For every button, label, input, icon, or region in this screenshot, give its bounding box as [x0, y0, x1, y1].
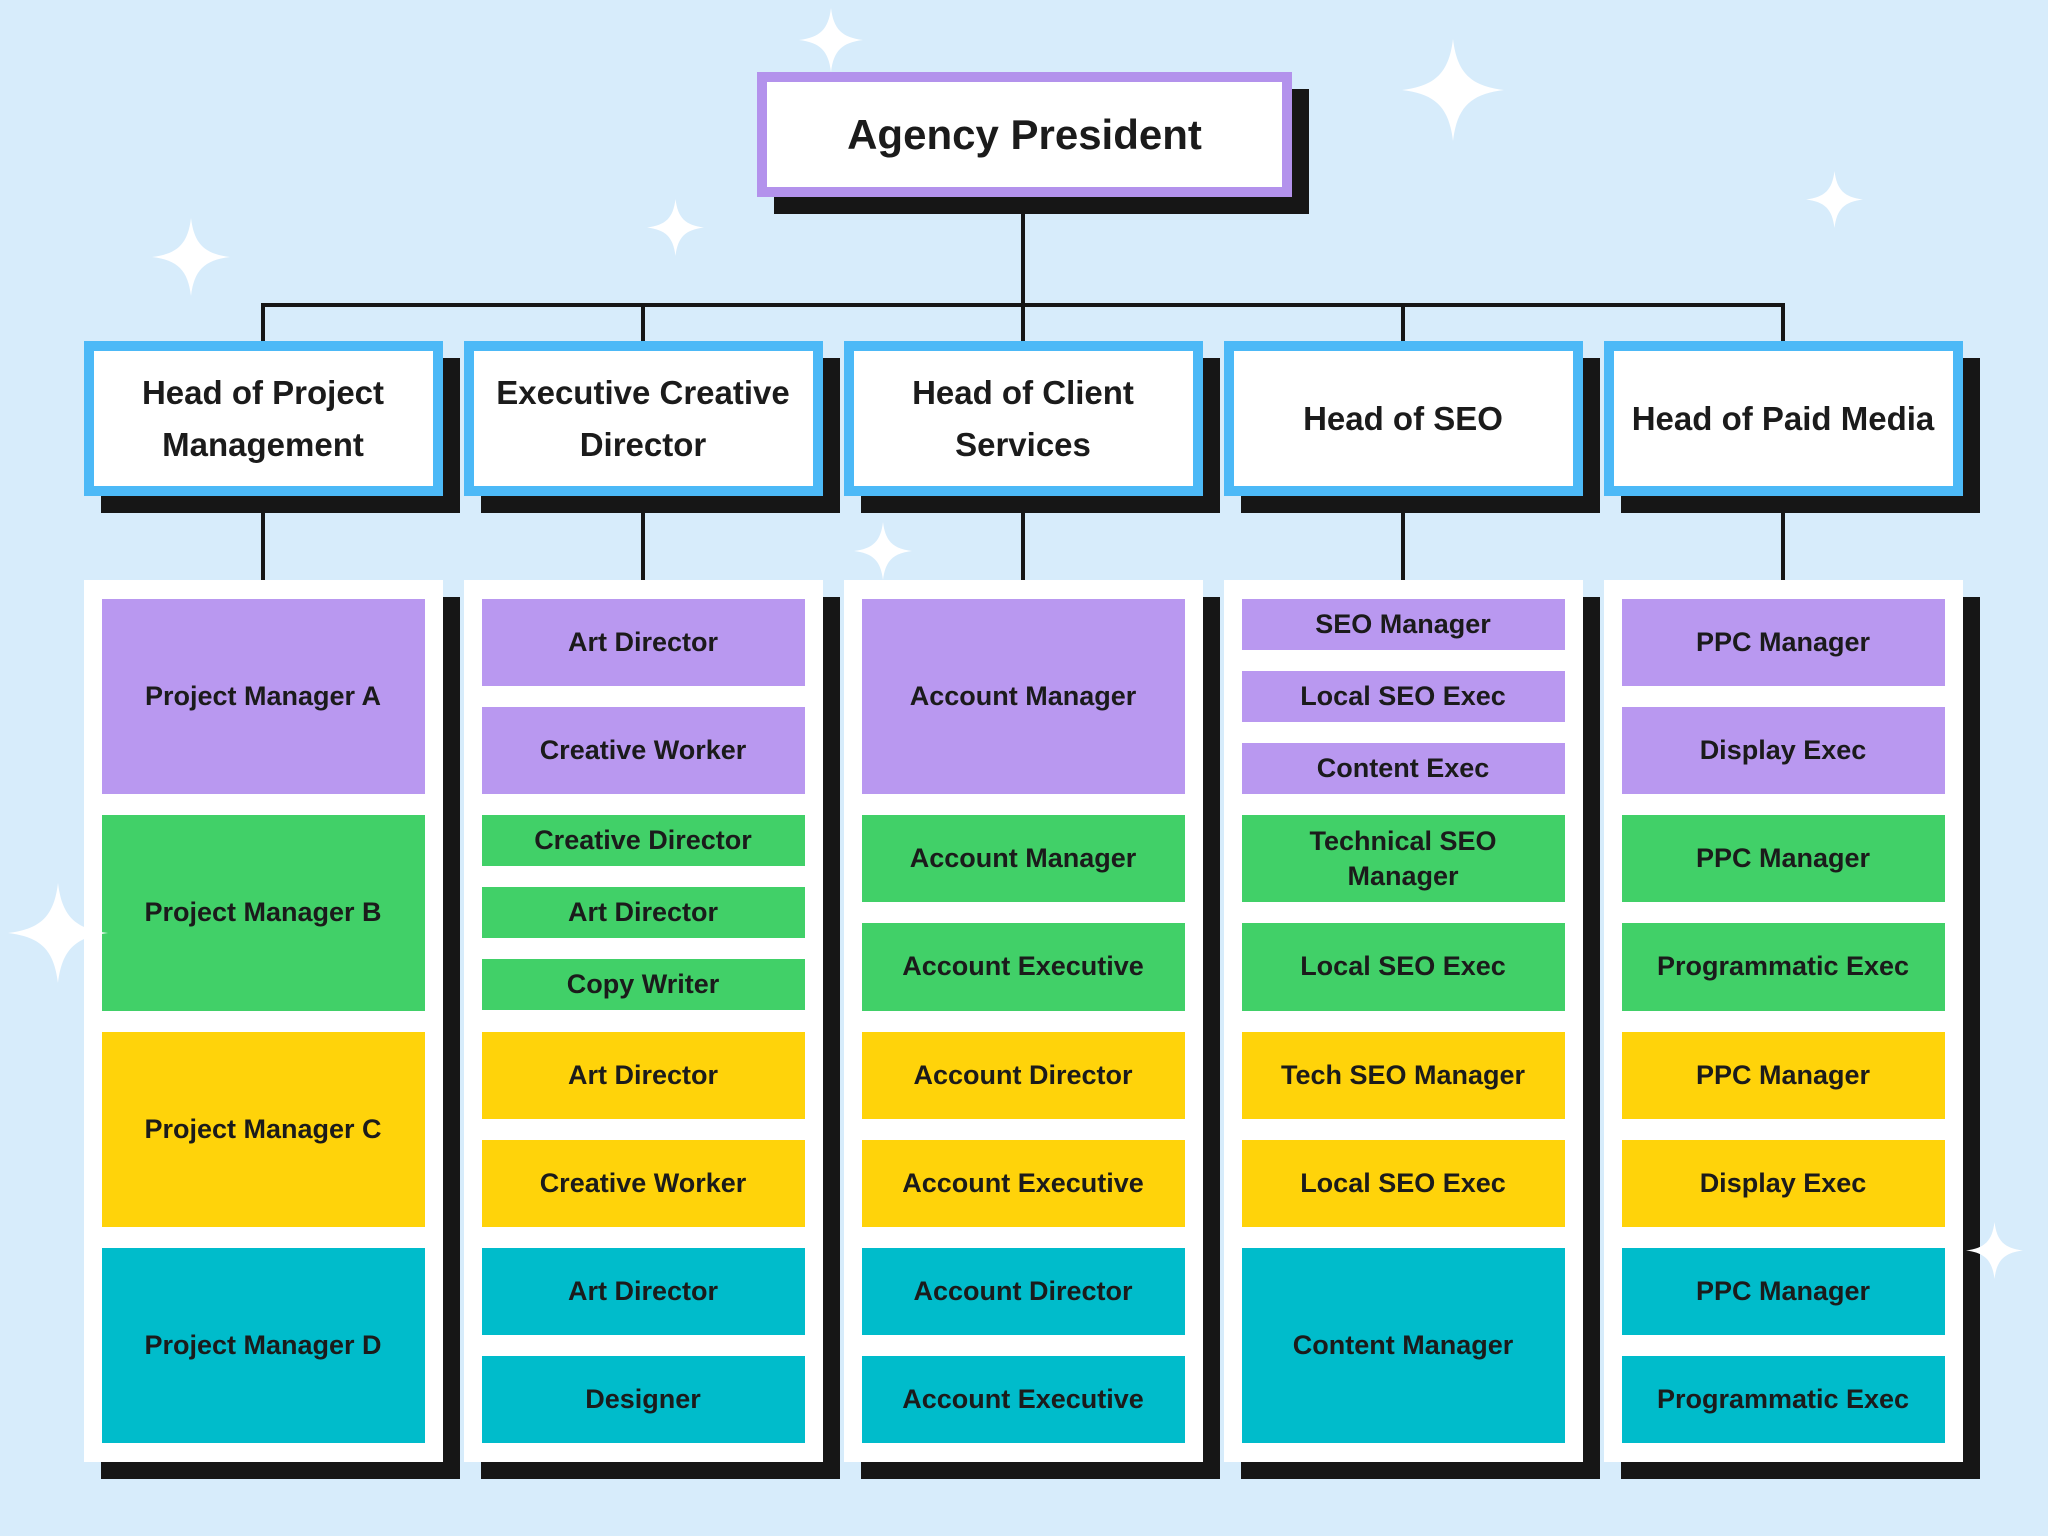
role-node: PPC Manager	[1621, 1247, 1945, 1335]
role-node: Designer	[481, 1355, 805, 1443]
president-label: Agency President	[847, 110, 1202, 158]
connector-stub-card	[1781, 496, 1785, 580]
role-node: Account Director	[861, 1247, 1185, 1335]
role-node: SEO Manager	[1241, 599, 1565, 651]
department-head-node-4: Head of SEO	[1223, 341, 1583, 496]
role-node: Project Manager D	[101, 1247, 425, 1443]
connector-stub-head	[1781, 303, 1785, 345]
role-group-teal: Project Manager D	[101, 1247, 425, 1443]
department-head-label: Executive Creative Director	[496, 374, 790, 463]
sparkle-icon	[1966, 1222, 2023, 1279]
connector-stub-card	[261, 496, 265, 580]
role-node: Art Director	[481, 1031, 805, 1119]
department-head-label: Head of SEO	[1303, 399, 1503, 437]
role-node: Creative Director	[481, 815, 805, 867]
connector-stub-card	[1401, 496, 1405, 580]
sparkle-icon	[1402, 39, 1504, 141]
department-head-node-5: Head of Paid Media	[1603, 341, 1963, 496]
role-node: PPC Manager	[1621, 815, 1945, 903]
role-node: Technical SEO Manager	[1241, 815, 1565, 903]
sparkle-icon	[854, 522, 912, 580]
role-node: Local SEO Exec	[1241, 1139, 1565, 1227]
role-node: Account Executive	[861, 1355, 1185, 1443]
role-node: Account Manager	[861, 599, 1185, 795]
role-node: Programmatic Exec	[1621, 923, 1945, 1011]
role-node: Creative Worker	[481, 707, 805, 795]
role-group-yellow: Project Manager C	[101, 1031, 425, 1227]
president-node: Agency President	[757, 72, 1292, 197]
department-head-label: Head of Paid Media	[1631, 399, 1935, 437]
connector-stub-head	[1401, 303, 1405, 345]
connector-stub-head	[261, 303, 265, 345]
connector-stub-head	[1021, 303, 1025, 345]
role-node: PPC Manager	[1621, 599, 1945, 687]
role-node: Display Exec	[1621, 707, 1945, 795]
role-group-green: Project Manager B	[101, 815, 425, 1011]
role-node: Account Executive	[861, 1139, 1185, 1227]
connector-stub-card	[641, 496, 645, 580]
role-node: Art Director	[481, 599, 805, 687]
role-node: Project Manager B	[101, 815, 425, 1011]
role-node: Local SEO Exec	[1241, 671, 1565, 723]
department-head-node-1: Head of Project Management	[83, 341, 443, 496]
role-node: Creative Worker	[481, 1139, 805, 1227]
role-node: Account Manager	[861, 815, 1185, 903]
role-node: Project Manager A	[101, 599, 425, 795]
role-node: Art Director	[481, 887, 805, 939]
sparkle-icon	[647, 199, 704, 256]
role-node: PPC Manager	[1621, 1031, 1945, 1119]
role-group-purple: Project Manager A	[101, 599, 425, 795]
role-node: Content Exec	[1241, 743, 1565, 795]
role-node: Programmatic Exec	[1621, 1355, 1945, 1443]
department-head-label: Head of Client Services	[912, 374, 1134, 463]
department-head-node-3: Head of Client Services	[843, 341, 1203, 496]
sparkle-icon	[799, 8, 863, 72]
role-node: Content Manager	[1241, 1247, 1565, 1443]
role-node: Copy Writer	[481, 959, 805, 1011]
role-node: Local SEO Exec	[1241, 923, 1565, 1011]
role-group-teal: Content Manager	[1241, 1247, 1565, 1443]
role-node: Account Director	[861, 1031, 1185, 1119]
sparkle-icon	[152, 218, 230, 296]
role-node: Display Exec	[1621, 1139, 1945, 1227]
department-column-card-1: Project Manager A Project Manager B Projec…	[83, 580, 443, 1462]
department-head-node-2: Executive Creative Director	[463, 341, 823, 496]
connector-stub-head	[641, 303, 645, 345]
sparkle-icon	[1806, 171, 1863, 228]
connector-line-president	[1021, 197, 1025, 307]
connector-stub-card	[1021, 496, 1025, 580]
role-node: Art Director	[481, 1247, 805, 1335]
role-node: Project Manager C	[101, 1031, 425, 1227]
role-node: Account Executive	[861, 923, 1185, 1011]
role-group-purple: Account Manager	[861, 599, 1185, 795]
role-node: Tech SEO Manager	[1241, 1031, 1565, 1119]
department-head-label: Head of Project Management	[141, 374, 385, 463]
